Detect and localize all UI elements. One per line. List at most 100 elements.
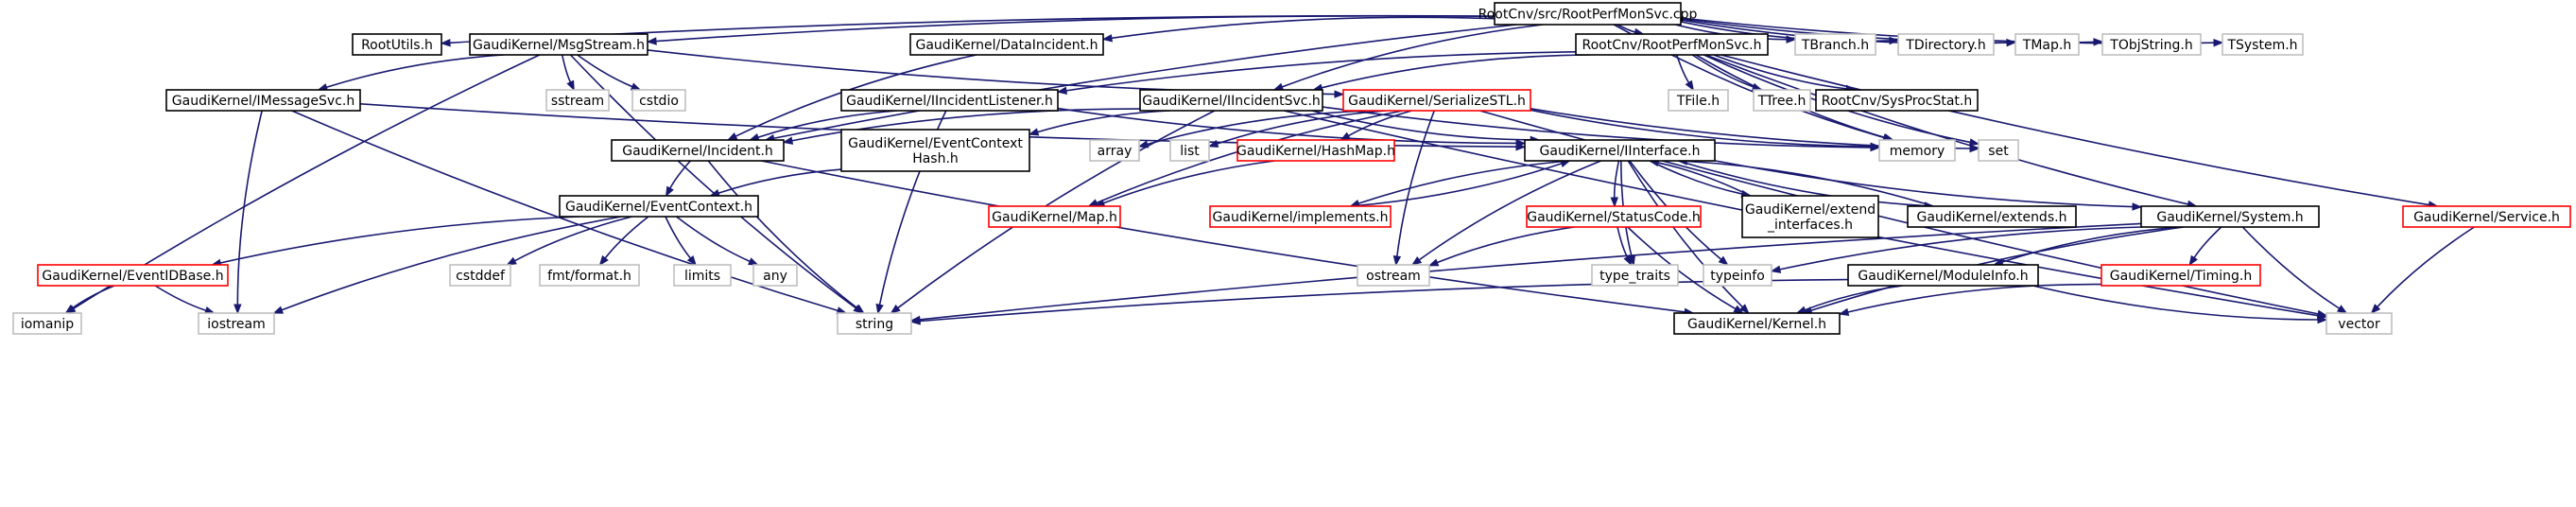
edge-msgstream-to-cstdio <box>577 54 633 88</box>
node-tfile-label: TFile.h <box>1676 94 1720 109</box>
edge-evctx-to-any <box>676 216 751 263</box>
node-implements[interactable]: GaudiKernel/implements.h <box>1209 205 1392 228</box>
node-iincsvc-label: GaudiKernel/IIncidentSvc.h <box>1142 94 1321 109</box>
node-moduleinfo-box <box>1847 264 2039 287</box>
node-fmtformat[interactable]: fmt/format.h <box>539 264 640 287</box>
edge-iinclistener-to-incident <box>757 110 898 138</box>
arrowhead-evctx-to-fmtformat <box>598 254 609 267</box>
arrowhead-perfmon-to-tfile <box>1685 79 1695 92</box>
arrowhead-serialize-to-ostream <box>1392 255 1402 267</box>
node-datainc-box <box>909 33 1104 56</box>
node-limits[interactable]: limits <box>673 264 732 287</box>
node-root-box <box>1494 2 1682 26</box>
node-array[interactable]: array <box>1089 139 1140 162</box>
node-datainc[interactable]: GaudiKernel/DataIncident.h <box>909 33 1104 56</box>
node-sstream-box <box>545 89 610 112</box>
node-evidbase[interactable]: GaudiKernel/EventIDBase.h <box>37 264 229 287</box>
arrowhead-system-to-typeinfo <box>1770 265 1782 273</box>
edge-imsgsvc-to-iostream <box>236 110 263 306</box>
node-string[interactable]: string <box>837 312 912 335</box>
node-iinterface-box <box>1524 139 1716 162</box>
node-tbranch-box <box>1794 33 1876 56</box>
node-hashmap[interactable]: GaudiKernel/HashMap.h <box>1236 139 1395 162</box>
node-timing-box <box>2101 264 2261 287</box>
node-array-label: array <box>1098 144 1132 159</box>
node-serialize[interactable]: GaudiKernel/SerializeSTL.h <box>1342 89 1531 112</box>
node-tsystem[interactable]: TSystem.h <box>2222 33 2304 56</box>
node-any[interactable]: any <box>752 264 798 287</box>
node-tobjstring[interactable]: TObjString.h <box>2101 33 2202 56</box>
node-list[interactable]: list <box>1169 139 1210 162</box>
arrowhead-iinterface-to-system <box>2132 202 2143 211</box>
node-cstddef[interactable]: cstddef <box>449 264 511 287</box>
node-list-label: list <box>1180 144 1200 159</box>
node-tsystem-label: TSystem.h <box>2226 38 2297 53</box>
node-map-label: GaudiKernel/Map.h <box>992 210 1117 225</box>
node-limits-box <box>673 264 732 287</box>
node-string-box <box>837 312 912 335</box>
node-map-box <box>988 205 1121 228</box>
node-tmap[interactable]: TMap.h <box>2014 33 2080 56</box>
arrowhead-root-to-tsystem <box>2213 38 2224 47</box>
node-tbranch[interactable]: TBranch.h <box>1794 33 1876 56</box>
node-timing[interactable]: GaudiKernel/Timing.h <box>2101 264 2261 287</box>
node-statuscode[interactable]: GaudiKernel/StatusCode.h <box>1526 205 1702 228</box>
edge-msgstream-to-imsgsvc <box>326 54 504 89</box>
arrowhead-incident-to-string <box>854 304 865 314</box>
node-extendif[interactable]: GaudiKernel/extend_interfaces.h <box>1741 195 1879 238</box>
node-sstream[interactable]: sstream <box>545 89 610 112</box>
node-set[interactable]: set <box>1978 139 2019 162</box>
node-tobjstring-label: TObjString.h <box>2109 38 2192 53</box>
node-ttree[interactable]: TTree.h <box>1753 89 1811 112</box>
node-incident-label: GaudiKernel/Incident.h <box>622 144 773 159</box>
node-vector[interactable]: vector <box>2325 312 2393 335</box>
node-typetraits[interactable]: type_traits <box>1591 264 1679 287</box>
node-cstdio-label: cstdio <box>639 94 679 109</box>
arrowhead-iinclistener-to-iinterface <box>1515 139 1527 148</box>
node-memory[interactable]: memory <box>1878 139 1956 162</box>
node-iostream[interactable]: iostream <box>198 312 275 335</box>
node-imsgsvc[interactable]: GaudiKernel/IMessageSvc.h <box>165 89 361 112</box>
node-msgstream[interactable]: GaudiKernel/MsgStream.h <box>469 33 648 56</box>
node-ostream[interactable]: ostream <box>1357 264 1430 287</box>
node-iincsvc[interactable]: GaudiKernel/IIncidentSvc.h <box>1139 89 1323 112</box>
arrowhead-iincsvc-to-string <box>890 304 901 314</box>
node-evctx[interactable]: GaudiKernel/EventContext.h <box>559 195 759 218</box>
node-tdirectory[interactable]: TDirectory.h <box>1897 33 1995 56</box>
node-map[interactable]: GaudiKernel/Map.h <box>988 205 1121 228</box>
node-root[interactable]: RootCnv/src/RootPerfMonSvc.cpp <box>1478 2 1698 26</box>
arrowhead-system-to-vector <box>2336 305 2348 314</box>
arrowhead-system-to-timing <box>2188 254 2198 267</box>
node-service[interactable]: GaudiKernel/Service.h <box>2402 205 2571 228</box>
node-tfile[interactable]: TFile.h <box>1668 89 1729 112</box>
node-iomanip[interactable]: iomanip <box>12 312 82 335</box>
node-moduleinfo[interactable]: GaudiKernel/ModuleInfo.h <box>1847 264 2039 287</box>
arrowhead-root-to-iincsvc <box>1272 82 1285 91</box>
node-perfmon[interactable]: RootCnv/RootPerfMonSvc.h <box>1575 33 1769 56</box>
node-array-box <box>1089 139 1140 162</box>
node-kernel-label: GaudiKernel/Kernel.h <box>1687 317 1826 332</box>
node-extends[interactable]: GaudiKernel/extends.h <box>1907 205 2077 228</box>
node-rootutils[interactable]: RootUtils.h <box>352 33 442 56</box>
node-iinterface[interactable]: GaudiKernel/IInterface.h <box>1524 139 1716 162</box>
node-tsystem-box <box>2222 33 2304 56</box>
node-cstddef-box <box>449 264 511 287</box>
edge-system-to-timing <box>2193 226 2222 258</box>
node-root-label: RootCnv/src/RootPerfMonSvc.cpp <box>1478 8 1698 23</box>
node-kernel[interactable]: GaudiKernel/Kernel.h <box>1673 312 1841 335</box>
node-incident[interactable]: GaudiKernel/Incident.h <box>611 139 785 162</box>
node-sysprocstat[interactable]: RootCnv/SysProcStat.h <box>1815 89 1979 112</box>
node-typeinfo[interactable]: typeinfo <box>1703 264 1772 287</box>
node-iinclistener[interactable]: GaudiKernel/IIncidentListener.h <box>840 89 1059 112</box>
node-hashmap-box <box>1236 139 1395 162</box>
arrowhead-moduleinfo-to-kernel <box>1795 306 1807 314</box>
node-string-label: string <box>856 317 893 332</box>
node-vector-label: vector <box>2338 317 2380 332</box>
node-typeinfo-label: typeinfo <box>1710 269 1765 284</box>
arrowhead-iinclistener-to-string <box>875 303 884 315</box>
edge-system-to-moduleinfo <box>2001 226 2180 263</box>
node-system[interactable]: GaudiKernel/System.h <box>2140 205 2320 228</box>
node-cstdio[interactable]: cstdio <box>631 89 686 112</box>
node-ttree-label: TTree.h <box>1757 94 1807 109</box>
